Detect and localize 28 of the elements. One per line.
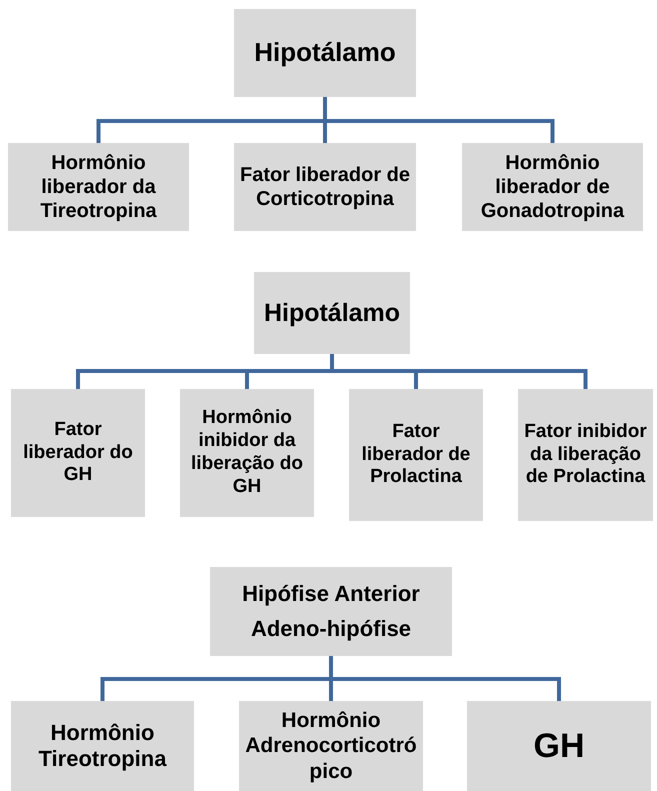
process-box [11,389,145,517]
box-label: Fator liberador do GH [22,418,134,488]
box-label: Hormônio liberador de Gonadotropina [480,151,626,223]
box-label: GH [534,726,584,766]
connector-line [329,656,561,701]
process-box [239,701,423,791]
box-label: Adeno-hipófise [250,616,412,642]
process-box [210,567,452,656]
process-box [518,389,653,521]
process-box [8,143,189,231]
process-box [234,9,416,97]
box-label: Hipotálamo [254,37,396,69]
box-label: Hipófise Anterior [242,581,420,608]
box-label: Hormônio liberador da Tireotropina [39,151,158,223]
box-label: Hormônio inibidor da liberação do GH [190,407,304,499]
box-label: Hormônio Tireotropina [38,720,168,772]
process-box [467,701,651,791]
process-box [349,389,483,521]
process-box [180,389,314,517]
box-label: Hormônio Adrenocorticotrópico [244,708,418,784]
process-box [462,143,643,231]
box-label: Fator liberador de Prolactina [360,420,472,490]
box-label: Fator liberador de Corticotropina [238,163,412,211]
process-box [254,272,410,354]
box-label: Fator inibidor da liberação de Prolactina [523,420,648,490]
process-box [234,143,416,231]
box-label: Hipotálamo [264,298,400,328]
process-box [11,701,194,791]
